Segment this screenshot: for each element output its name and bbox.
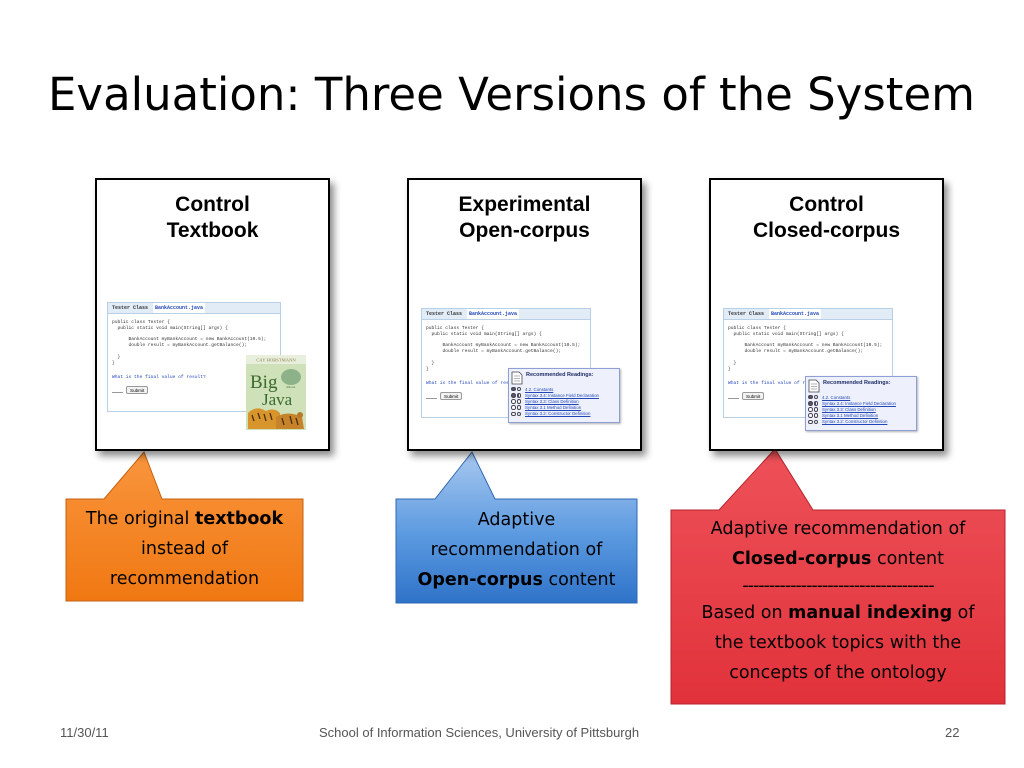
slide-title: Evaluation: Three Versions of the System	[48, 68, 975, 121]
callout-open-corpus: Adaptive recommendation of Open-corpus c…	[396, 505, 637, 595]
book-title-1: Big	[250, 372, 278, 393]
callout-closed-corpus: Adaptive recommendation of Closed-corpus…	[671, 514, 1005, 688]
code-listing: public class Tester { public static void…	[426, 326, 581, 372]
book-edition: 4th ed.	[286, 385, 296, 389]
rating-dot-icon	[813, 413, 818, 418]
app-tabs: Tester Class BankAccount.java	[422, 309, 590, 320]
rating-dot-icon	[511, 405, 516, 410]
callout-text: content	[871, 549, 944, 569]
rating-dot-icon	[511, 386, 516, 392]
callout-text: Based on	[701, 603, 789, 623]
recommendation-item[interactable]: Syntax 3.3: Class Definition	[808, 406, 896, 412]
tab-tester-class[interactable]: Tester Class	[112, 305, 149, 311]
recommendation-item[interactable]: Syntax 3.4: Instance Field Declaration	[808, 400, 896, 406]
callout-text: The original	[85, 509, 195, 529]
app-tabs: Tester Class BankAccount.java	[724, 309, 892, 320]
recommended-readings-list: 4.2. Constants Syntax 3.4: Instance Fiel…	[511, 386, 599, 417]
panel-title: Control Closed-corpus	[752, 193, 901, 242]
recommendation-item[interactable]: Syntax 3.2: Constructor Definition	[511, 411, 599, 417]
recommendation-item[interactable]: Syntax 3.2: Constructor Definition	[808, 419, 896, 425]
rating-dot-icon	[516, 405, 521, 410]
callout-bold-text: Closed-corpus	[732, 549, 872, 569]
book-cover-image: CAY HORSTMANN Big 4th ed. Java	[246, 355, 306, 430]
book-title-2: Java	[262, 390, 293, 409]
panel-title: Control Textbook	[166, 193, 259, 242]
question-text: What is the final value of result?	[426, 381, 520, 386]
code-listing: public class Tester { public static void…	[728, 326, 883, 372]
rating-dot-icon	[516, 393, 521, 398]
rating-dot-icon	[516, 386, 521, 392]
callout-separator: ------------------------------------	[742, 576, 934, 596]
tab-bankaccount[interactable]: BankAccount.java	[153, 303, 206, 313]
rating-dot-icon	[813, 401, 818, 406]
recommended-readings-panel: Recommended Readings: 4.2. Constants Syn…	[508, 368, 620, 423]
recommended-readings-panel: Recommended Readings: 4.2. Constants Syn…	[805, 376, 917, 431]
recommendation-item[interactable]: Syntax 3.1 Method Definition	[511, 405, 599, 411]
callout-text: Adaptive recommendation of	[710, 519, 966, 539]
footer-page-number: 22	[945, 725, 960, 740]
recommendation-item[interactable]: 4.2. Constants	[808, 394, 896, 400]
callout-text: instead of	[141, 539, 228, 559]
recommendation-item[interactable]: 4.2. Constants	[511, 386, 599, 392]
tab-tester-class[interactable]: Tester Class	[426, 311, 463, 317]
tab-bankaccount[interactable]: BankAccount.java	[769, 309, 822, 319]
callout-text: recommendation	[109, 569, 260, 589]
rating-dot-icon	[511, 399, 516, 404]
rating-dot-icon	[813, 419, 818, 425]
app-tabs: Tester Class BankAccount.java	[108, 303, 280, 314]
submit-button[interactable]: Submit	[742, 392, 765, 400]
rating-dot-icon	[511, 393, 516, 398]
answer-input[interactable]	[728, 393, 739, 399]
recommendation-item[interactable]: Syntax 3.1 Method Definition	[808, 413, 896, 419]
callout-bold-text: Open-corpus	[417, 570, 543, 590]
panel-control-closed-corpus: Control Closed-corpus Tester Class BankA…	[709, 178, 944, 451]
callout-text: Adaptive	[477, 510, 556, 530]
callout-text: content	[542, 570, 616, 590]
footer-institution: School of Information Sciences, Universi…	[319, 725, 640, 740]
callout-bold-text: textbook	[194, 509, 284, 529]
panel-control-textbook: Control Textbook Tester Class BankAccoun…	[95, 178, 330, 451]
question-text: What is the final value of result?	[112, 375, 206, 380]
answer-input[interactable]	[112, 387, 123, 393]
question-text: What is the final value of result?	[728, 381, 822, 386]
callout-text: the textbook topics with the	[714, 633, 962, 653]
code-listing: public class Tester { public static void…	[112, 320, 267, 366]
answer-input[interactable]	[426, 393, 437, 399]
rating-dot-icon	[813, 394, 818, 400]
recommended-readings-heading: Recommended Readings:	[526, 372, 594, 378]
rating-dot-icon	[511, 411, 516, 417]
footer-date: 11/30/11	[60, 725, 109, 740]
submit-button[interactable]: Submit	[126, 386, 149, 394]
document-icon	[808, 379, 820, 393]
panel-title: Experimental Open-corpus	[458, 193, 591, 242]
rating-dot-icon	[808, 394, 813, 400]
rating-dot-icon	[808, 407, 813, 412]
rating-dot-icon	[808, 413, 813, 418]
recommendation-item[interactable]: Syntax 3.4: Instance Field Declaration	[511, 392, 599, 398]
callout-bold-text: manual indexing	[788, 603, 953, 623]
rating-dot-icon	[813, 407, 818, 412]
callout-textbook: The original textbook instead of recomme…	[66, 504, 303, 594]
callout-text: concepts of the ontology	[729, 663, 947, 683]
document-icon	[511, 371, 523, 385]
callout-text: recommendation of	[430, 540, 603, 560]
rating-dot-icon	[516, 411, 521, 417]
submit-button[interactable]: Submit	[440, 392, 463, 400]
rating-dot-icon	[808, 419, 813, 425]
callout-text: of	[952, 603, 975, 623]
book-author: CAY HORSTMANN	[256, 358, 296, 363]
recommendation-item[interactable]: Syntax 3.3: Class Definition	[511, 398, 599, 404]
rating-dot-icon	[516, 399, 521, 404]
tab-bankaccount[interactable]: BankAccount.java	[467, 309, 520, 319]
rating-dot-icon	[808, 401, 813, 406]
recommended-readings-list: 4.2. Constants Syntax 3.4: Instance Fiel…	[808, 394, 896, 425]
tab-tester-class[interactable]: Tester Class	[728, 311, 765, 317]
recommended-readings-heading: Recommended Readings:	[823, 380, 891, 386]
panel-experimental-open-corpus: Experimental Open-corpus Tester Class Ba…	[407, 178, 642, 451]
